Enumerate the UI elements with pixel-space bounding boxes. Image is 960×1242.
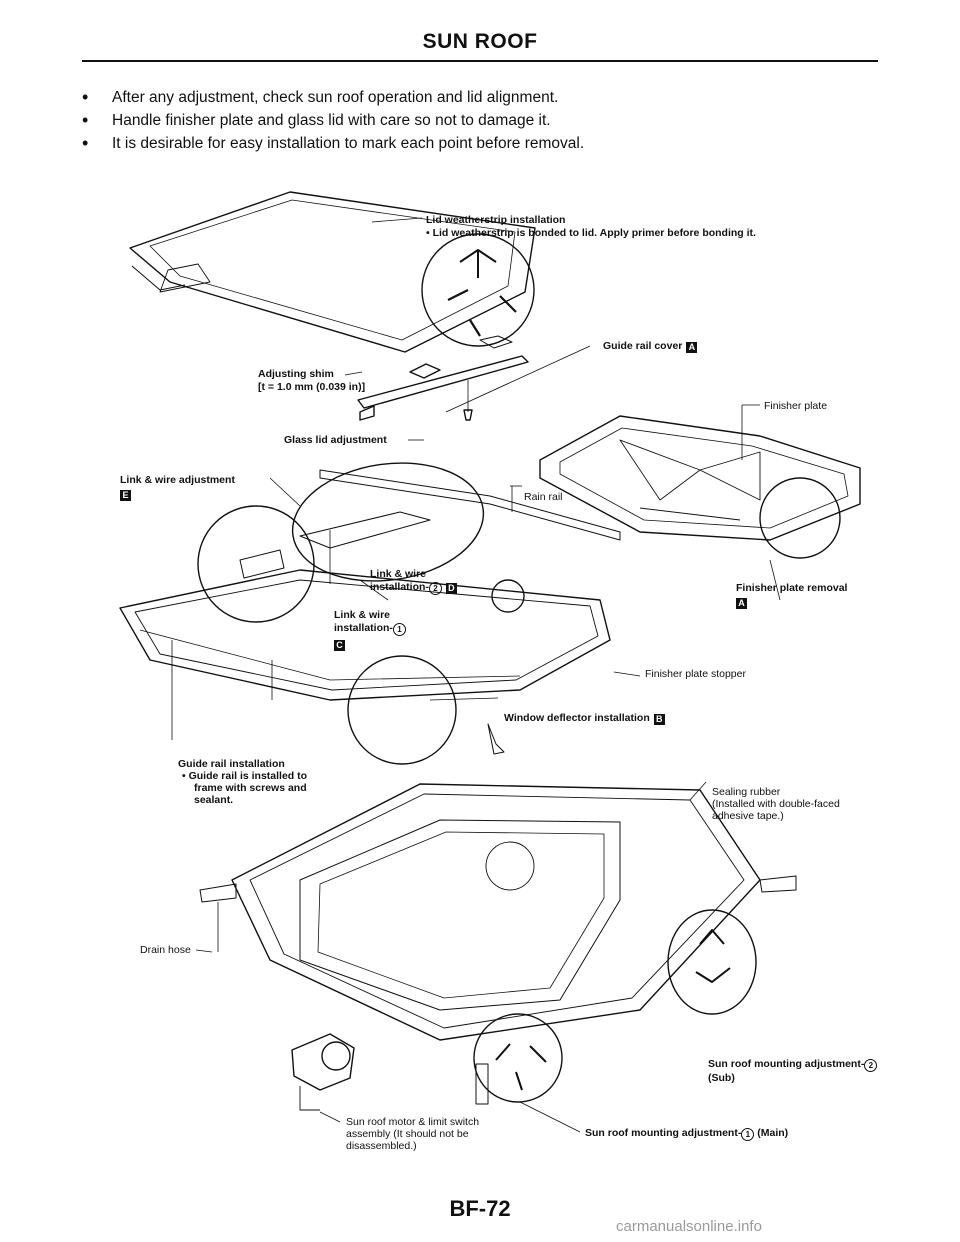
label-drain-hose: Drain hose xyxy=(140,944,191,956)
label-motor-1: Sun roof motor & limit switch xyxy=(346,1116,480,1128)
marker-a: A xyxy=(736,596,747,609)
marker-e: E xyxy=(120,488,131,501)
label-sealing-rubber-note-2: adhesive tape.) xyxy=(712,810,784,822)
glass-lid xyxy=(129,191,536,353)
label-mounting-sub: Sun roof mounting adjustment-2 xyxy=(708,1058,878,1072)
label-guide-rail-note-1: • Guide rail is installed to xyxy=(182,770,308,782)
sunroof-lower-frame xyxy=(231,783,761,1041)
label-glass-lid-adjustment: Glass lid adjustment xyxy=(284,434,387,446)
label-finisher-plate-removal: Finisher plate removal xyxy=(736,582,848,594)
label-link-wire-1-install: installation-1 xyxy=(334,622,406,636)
label-guide-rail-installation: Guide rail installation xyxy=(178,758,285,770)
sunroof-motor xyxy=(291,1033,355,1091)
label-adjusting-shim: Adjusting shim xyxy=(258,368,334,380)
finisher-plate xyxy=(539,415,861,541)
rain-rail xyxy=(319,469,621,541)
label-guide-rail-note-2: frame with screws and xyxy=(194,782,307,794)
label-finisher-plate: Finisher plate xyxy=(764,400,828,412)
guide-rail-cover xyxy=(357,355,529,409)
label-lid-weatherstrip-note: • Lid weatherstrip is bonded to lid. App… xyxy=(426,227,756,239)
title-rule xyxy=(82,60,878,62)
page-title: SUN ROOF xyxy=(422,30,538,53)
finisher-plate-removal-detail xyxy=(759,477,841,559)
window-deflector-detail xyxy=(347,655,457,765)
note-item: It is desirable for easy installation to… xyxy=(80,132,880,155)
page-number: BF-72 xyxy=(449,1196,511,1221)
label-motor-3: disassembled.) xyxy=(346,1140,417,1152)
label-link-wire-adjustment: Link & wire adjustment xyxy=(120,474,235,486)
note-item: Handle finisher plate and glass lid with… xyxy=(80,109,880,132)
label-lid-weatherstrip: Lid weatherstrip installation xyxy=(426,214,566,226)
label-rain-rail: Rain rail xyxy=(524,491,563,503)
watermark: carmanualsonline.info xyxy=(616,1218,762,1235)
label-link-wire-1: Link & wire xyxy=(334,609,391,621)
label-motor-2: assembly (It should not be xyxy=(346,1128,469,1140)
label-mounting-sub-2: (Sub) xyxy=(708,1072,735,1084)
sunroof-frame xyxy=(119,569,611,701)
marker-c: C xyxy=(334,638,345,651)
label-link-wire-2: Link & wire xyxy=(370,568,427,580)
label-sealing-rubber: Sealing rubber xyxy=(712,786,781,798)
notes-list: After any adjustment, check sun roof ope… xyxy=(80,86,880,155)
label-shim-thickness: [t = 1.0 mm (0.039 in)] xyxy=(258,381,366,393)
label-guide-rail-note-3: sealant. xyxy=(194,794,234,806)
mounting-sub-detail xyxy=(667,909,757,1015)
mounting-main-detail xyxy=(473,1013,563,1103)
label-mounting-main: Sun roof mounting adjustment-1 (Main) xyxy=(585,1127,789,1141)
note-item: After any adjustment, check sun roof ope… xyxy=(80,86,880,109)
lid-weatherstrip-detail xyxy=(421,233,535,347)
label-sealing-rubber-note-1: (Installed with double-faced xyxy=(712,798,840,810)
label-finisher-plate-stopper: Finisher plate stopper xyxy=(645,668,746,680)
